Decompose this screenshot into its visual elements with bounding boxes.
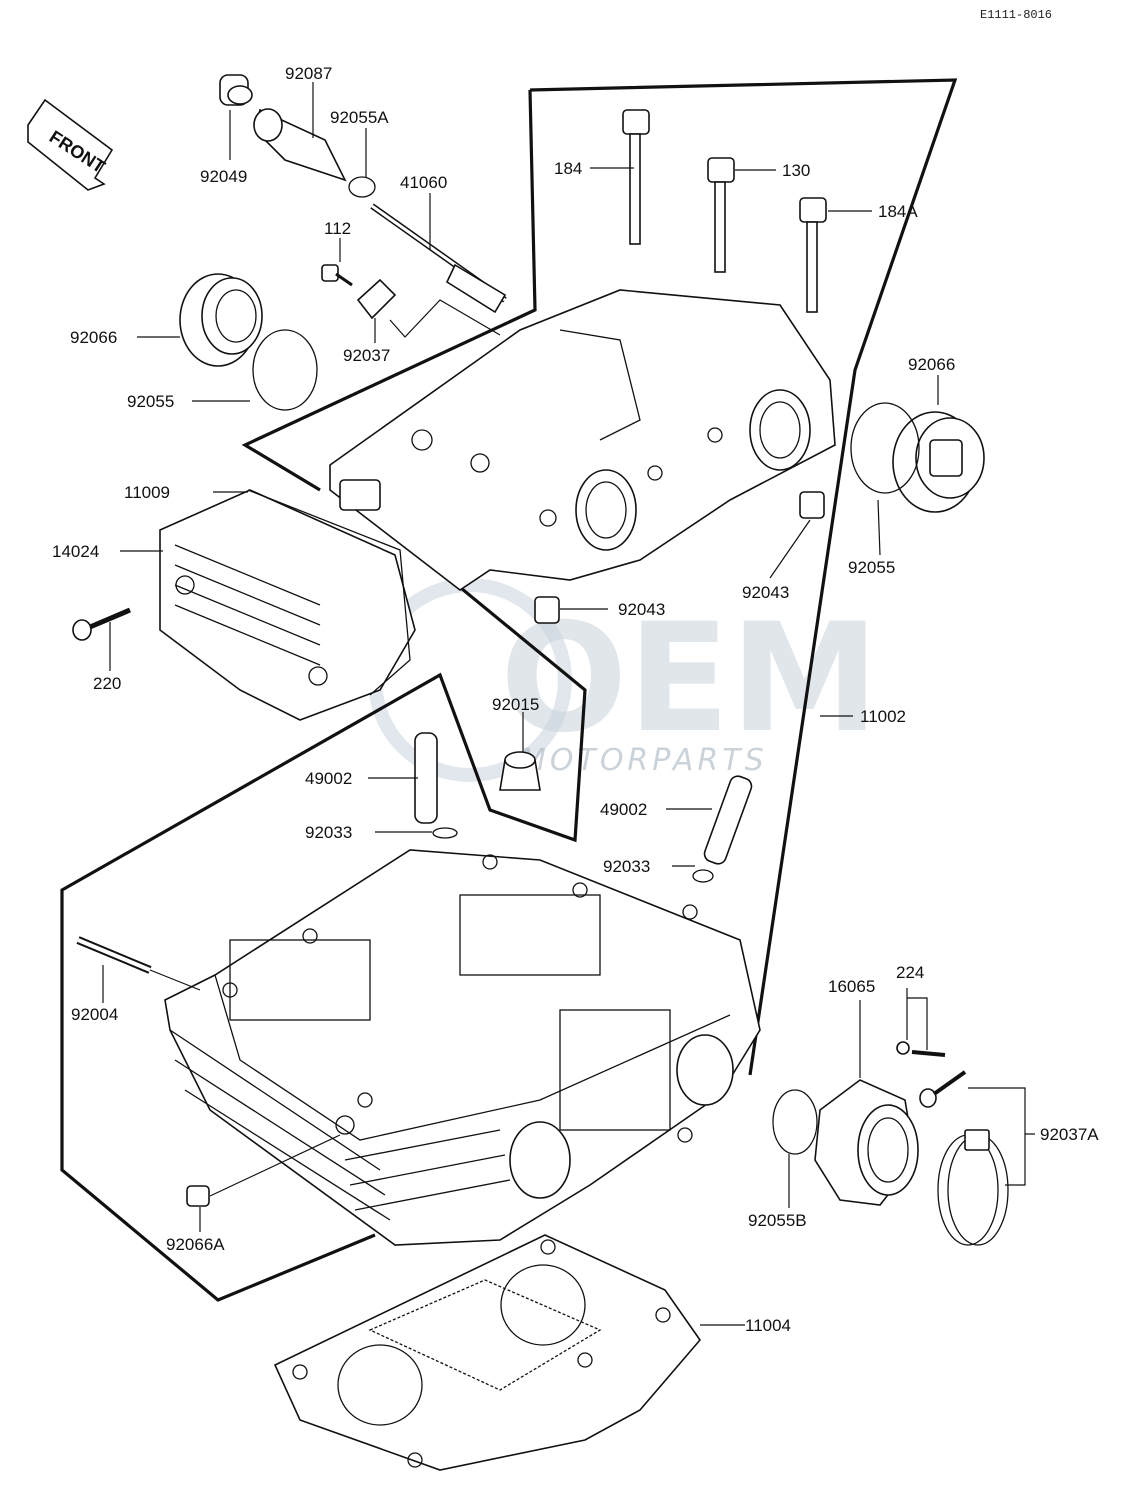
bolt-184A	[799, 197, 827, 313]
label-92043-upper: 92043	[742, 583, 789, 602]
label-92066-left: 92066	[70, 328, 117, 347]
label-92004: 92004	[71, 1005, 118, 1024]
screw-224-lower	[919, 1070, 967, 1108]
label-92055-right: 92055	[848, 558, 895, 577]
carburetor-holder-16065	[814, 1079, 919, 1206]
head-gasket-11004	[273, 1234, 702, 1471]
label-130: 130	[782, 161, 810, 180]
label-92049: 92049	[200, 167, 247, 186]
screw-220	[72, 607, 131, 641]
label-49002-right: 49002	[600, 800, 647, 819]
camshaft-holder	[329, 289, 836, 591]
oring-92055-left	[252, 329, 318, 411]
label-41060: 41060	[400, 173, 447, 192]
watermark-subtitle: MOTORPARTS	[520, 743, 768, 778]
part-labels: 92087 92055A 92049 41060 112 184 130 184…	[52, 64, 1099, 1335]
plate-92037	[356, 278, 397, 320]
leader-lines	[102, 82, 1035, 1326]
label-92033-right: 92033	[603, 857, 650, 876]
gasket-11009	[247, 489, 411, 696]
label-92015: 92015	[492, 695, 539, 714]
label-14024: 14024	[52, 542, 99, 561]
oring-92055A	[348, 176, 376, 198]
cap-nut-92015	[499, 751, 541, 791]
cap-92066-right	[892, 411, 985, 513]
label-92066A: 92066A	[166, 1235, 225, 1254]
label-11002: 11002	[860, 707, 906, 726]
label-112: 112	[324, 219, 351, 238]
hose-clamp-92037A	[937, 1129, 1009, 1246]
screw-224-upper	[896, 1041, 946, 1057]
label-92043-lower: 92043	[618, 600, 665, 619]
circlip-92033-left	[432, 827, 458, 839]
circlip-92033-right	[692, 869, 714, 883]
oil-plug-92049	[219, 74, 253, 106]
plug-92066A	[186, 1185, 210, 1207]
oring-92055B	[772, 1089, 818, 1155]
cylinder-head-11002	[164, 849, 761, 1246]
label-11004: 11004	[745, 1316, 791, 1335]
label-92037: 92037	[343, 346, 390, 365]
valve-guide-49002-right	[703, 775, 753, 865]
tachometer-gear-shaft-41060	[370, 203, 507, 314]
label-92066-right: 92066	[908, 355, 955, 374]
label-224: 224	[896, 963, 924, 982]
label-184A: 184A	[878, 202, 918, 221]
label-92033-left: 92033	[305, 823, 352, 842]
head-cover-14024	[159, 489, 416, 721]
label-92055-left: 92055	[127, 392, 174, 411]
label-220: 220	[93, 674, 121, 693]
assembly-boundary-lines	[60, 78, 958, 1302]
front-arrow-icon: FRONT	[27, 98, 114, 191]
oring-92055-right	[850, 402, 920, 494]
label-92055A: 92055A	[330, 108, 389, 127]
label-92037A: 92037A	[1040, 1125, 1099, 1144]
label-49002-left: 49002	[305, 769, 352, 788]
label-184: 184	[554, 159, 582, 178]
label-92055B: 92055B	[748, 1211, 807, 1230]
bolt-184	[622, 109, 650, 245]
diagram-code: E1111-8016	[980, 8, 1052, 22]
bolt-130	[707, 157, 735, 273]
watermark: OEM MOTORPARTS	[368, 578, 879, 782]
tachometer-sleeve-92087	[253, 108, 347, 182]
label-16065: 16065	[828, 977, 875, 996]
valve-guide-49002-left	[414, 732, 438, 824]
dowel-92043-lower	[534, 596, 560, 624]
label-11009: 11009	[124, 483, 170, 502]
stud-92004	[76, 936, 152, 974]
bolt-112	[321, 264, 353, 287]
label-92087: 92087	[285, 64, 332, 83]
cap-92066-left	[179, 273, 263, 367]
dowel-92043-upper	[799, 491, 825, 519]
